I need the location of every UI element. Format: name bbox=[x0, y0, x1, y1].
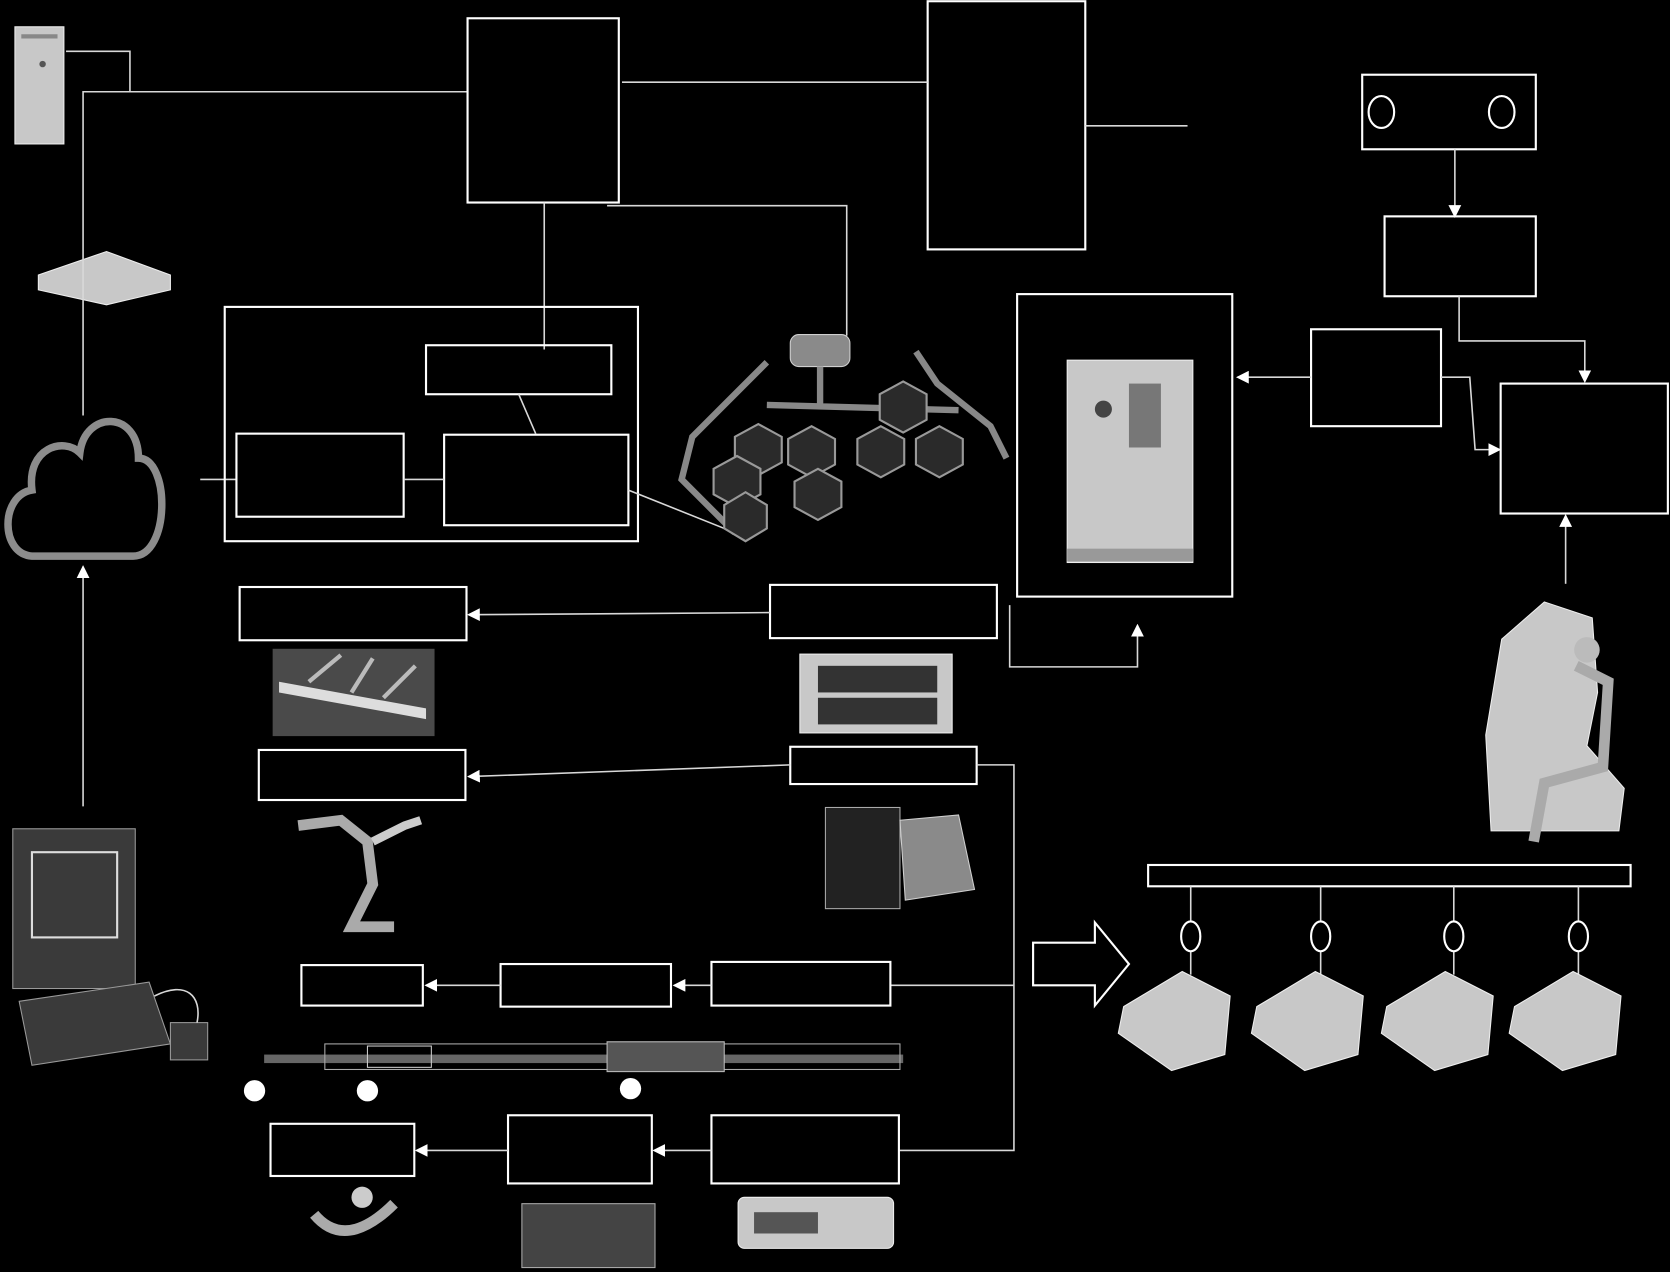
interface-box bbox=[1310, 328, 1443, 428]
amplifier-unit-icon bbox=[737, 1196, 895, 1249]
sensor-box bbox=[269, 1122, 416, 1178]
subsystem-left-box bbox=[235, 432, 405, 518]
connector bbox=[898, 764, 1015, 1152]
subsystem-right-box bbox=[443, 433, 630, 527]
surgeon-console-icon bbox=[1485, 601, 1625, 843]
connector bbox=[628, 489, 736, 534]
driver-box bbox=[499, 962, 673, 1008]
io-card-icon bbox=[824, 806, 976, 910]
surgical-light-icon bbox=[678, 334, 1010, 543]
connector bbox=[1008, 605, 1144, 668]
acquisition-box bbox=[506, 1114, 653, 1185]
embedded-board-icon bbox=[1380, 886, 1494, 1072]
embedded-board-icon bbox=[1250, 886, 1364, 1072]
host-pc-box bbox=[926, 0, 1087, 251]
marker-dot-icon bbox=[619, 1077, 642, 1100]
network-switch-icon bbox=[37, 250, 171, 306]
pci-card-icon bbox=[521, 1203, 656, 1269]
console-box bbox=[1499, 382, 1669, 515]
connector bbox=[1441, 376, 1502, 457]
cloud-icon bbox=[4, 417, 166, 560]
subsystem-top-box bbox=[424, 344, 613, 396]
robot-arm-box bbox=[257, 748, 467, 802]
connector bbox=[467, 608, 771, 622]
embedded-board-icon bbox=[1508, 886, 1622, 1072]
amplifier-box bbox=[710, 1114, 900, 1185]
connector bbox=[517, 393, 537, 434]
controller-box bbox=[710, 960, 892, 1007]
connector bbox=[66, 50, 208, 93]
instrument-box bbox=[300, 964, 424, 1007]
robot-arm-icon bbox=[297, 814, 423, 933]
connector bbox=[1458, 296, 1592, 384]
tracking-box bbox=[1383, 215, 1537, 298]
control-cabinet-icon bbox=[1066, 359, 1194, 564]
cabinet-frame-box bbox=[1016, 293, 1234, 598]
io-box bbox=[789, 745, 978, 786]
connector bbox=[607, 204, 848, 336]
marker-dot-icon bbox=[356, 1080, 379, 1102]
server-tower-icon bbox=[14, 26, 65, 145]
network-bus-box bbox=[1147, 863, 1632, 888]
rack-box bbox=[768, 583, 998, 640]
sensor-cable-icon bbox=[310, 1186, 398, 1236]
embedded-board-icon bbox=[1117, 886, 1231, 1072]
block-arrow-icon bbox=[1032, 919, 1131, 1009]
connector bbox=[82, 90, 467, 416]
operating-table-robot-icon bbox=[272, 648, 435, 737]
subsystem-group-box bbox=[223, 305, 640, 543]
camera-lens-icon bbox=[1367, 94, 1396, 130]
vintage-computer-icon bbox=[12, 828, 209, 1066]
connector bbox=[467, 764, 791, 783]
central-controller-box bbox=[466, 17, 620, 204]
robot-table-box bbox=[238, 585, 468, 642]
rack-unit-icon bbox=[799, 653, 953, 734]
stereo-camera-box bbox=[1361, 73, 1537, 151]
embedded-board-group bbox=[1117, 886, 1622, 1072]
camera-lens-icon bbox=[1487, 94, 1516, 130]
catheter-instrument-icon bbox=[264, 1041, 904, 1073]
marker-dot-icon bbox=[243, 1080, 266, 1102]
